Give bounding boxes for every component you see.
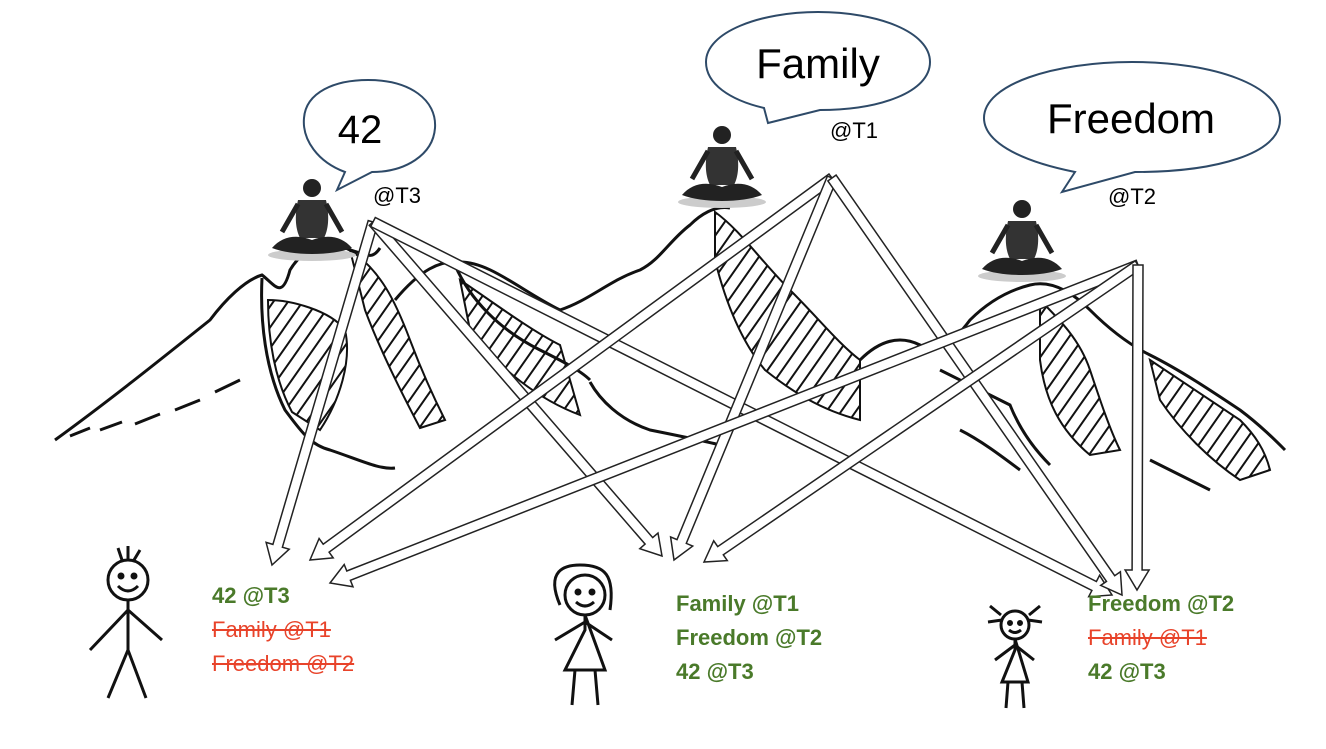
message-item: Family @T1 [212,617,331,642]
message-item: 42 @T3 [212,583,290,608]
message-item: Freedom @T2 [212,651,355,676]
bubble-text-freedom: Freedom [1047,95,1215,142]
message-arrow [669,175,838,562]
message-item: Family @T1 [1088,625,1207,650]
meditating-monk-icon [678,126,766,208]
timestamp-t3: @T3 [373,183,421,208]
message-arrow [328,259,1141,588]
message-item: 42 @T3 [676,659,754,684]
stick-figure-boy-icon [88,546,163,699]
message-item: Freedom @T2 [1088,591,1235,616]
timestamp-t1: @T1 [830,118,878,143]
message-list-girl: Freedom @T2 Family @T1 42 @T3 [1088,587,1234,689]
speech-bubble-42: 42 [302,78,437,193]
speech-bubble-family: Family [704,10,932,125]
stick-figure-girl-icon [987,604,1043,709]
message-list-woman: Family @T1 Freedom @T2 42 @T3 [676,587,822,689]
timestamp-t2: @T2 [1108,184,1156,209]
message-arrows [265,172,1151,598]
meditating-monk-icon [978,200,1066,282]
message-arrow [265,219,379,567]
message-arrow [368,217,663,558]
message-arrow [826,174,1123,597]
stick-figure-woman-icon [553,563,613,706]
message-item: Freedom @T2 [676,625,823,650]
message-item: Family @T1 [676,591,799,616]
message-list-boy: 42 @T3 Family @T1 Freedom @T2 [212,579,354,681]
bubble-text-family: Family [756,40,880,87]
message-item: 42 @T3 [1088,659,1166,684]
speech-bubble-freedom: Freedom [982,60,1282,194]
message-arrow [1123,264,1151,592]
bubble-text-42: 42 [338,108,383,152]
message-arrow [702,259,1142,563]
message-arrow [308,172,837,561]
meditating-monk-icon [268,179,356,261]
